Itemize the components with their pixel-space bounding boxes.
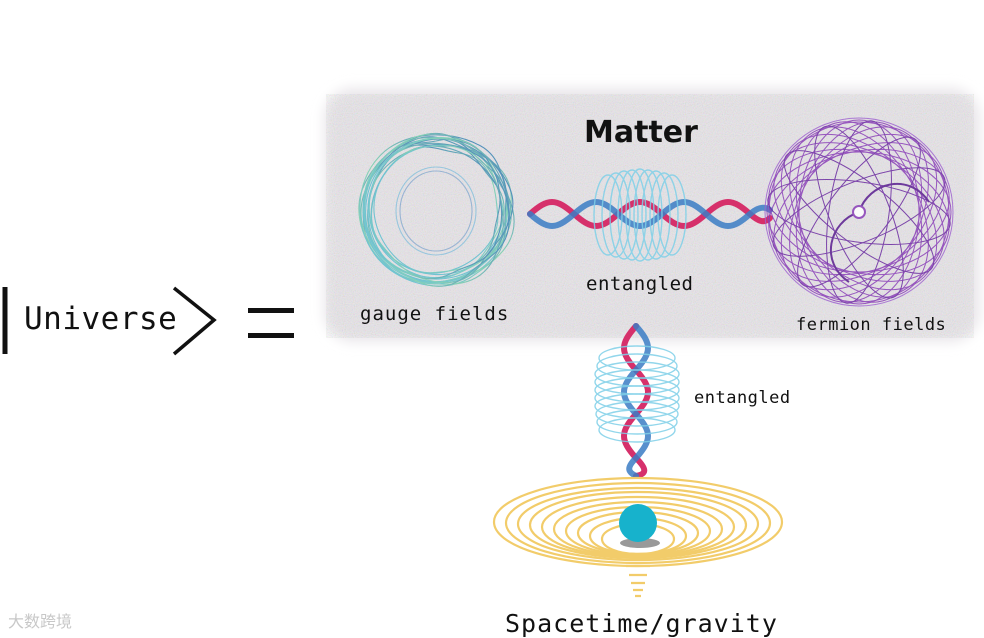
fermion-fields-label: fermion fields [796,315,946,335]
watermark: 大数跨境 [8,608,72,632]
entangled-horizontal-label: entangled [586,273,693,295]
matter-title: Matter [584,115,698,150]
entangled-vertical-label: entangled [694,388,791,408]
mass-ball [619,504,660,548]
ket-label: Universe [24,301,177,337]
equals-sign [248,308,294,338]
gauge-fields-label: gauge fields [360,303,509,325]
vertical-helix [624,326,648,476]
vertical-coil [595,346,679,442]
ket-angle [174,288,214,354]
spacetime-gravity-label: Spacetime/gravity [505,609,778,638]
